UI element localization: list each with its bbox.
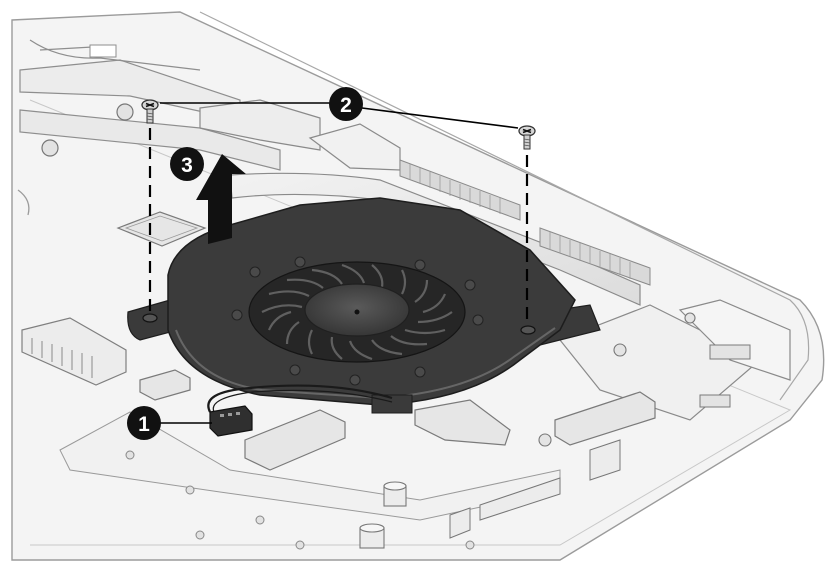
system-fan <box>127 197 601 414</box>
callout-1: 1 <box>127 406 161 440</box>
screw-alignment-lines <box>148 128 529 325</box>
leader-line-2b <box>361 107 519 129</box>
callout-circle <box>329 87 363 121</box>
io-board <box>538 299 791 447</box>
bottom-case-rim <box>199 11 810 401</box>
callout-circle <box>127 406 161 440</box>
phillips-screw-icon <box>141 99 159 124</box>
callout-3: 3 <box>170 147 204 181</box>
lower-right-clips <box>449 439 621 539</box>
chip-pad <box>116 211 207 247</box>
callout-label: 3 <box>181 154 193 177</box>
lower-standoffs <box>125 450 475 550</box>
heat-pipe <box>199 99 641 306</box>
leader-lines <box>160 102 519 424</box>
fan-blades <box>261 263 453 361</box>
callout-label: 1 <box>138 413 150 436</box>
lift-arrow-icon <box>196 154 246 244</box>
zif-connectors <box>139 369 656 471</box>
phillips-screw-icon <box>518 125 536 150</box>
callout-circle <box>170 147 204 181</box>
left-connector-block <box>21 317 127 386</box>
callout-label: 2 <box>340 94 352 117</box>
fan-cable <box>207 384 393 413</box>
callout-2: 2 <box>329 87 363 121</box>
fan-cable-connector-icon <box>209 405 253 437</box>
heatsink-fins <box>399 159 651 286</box>
